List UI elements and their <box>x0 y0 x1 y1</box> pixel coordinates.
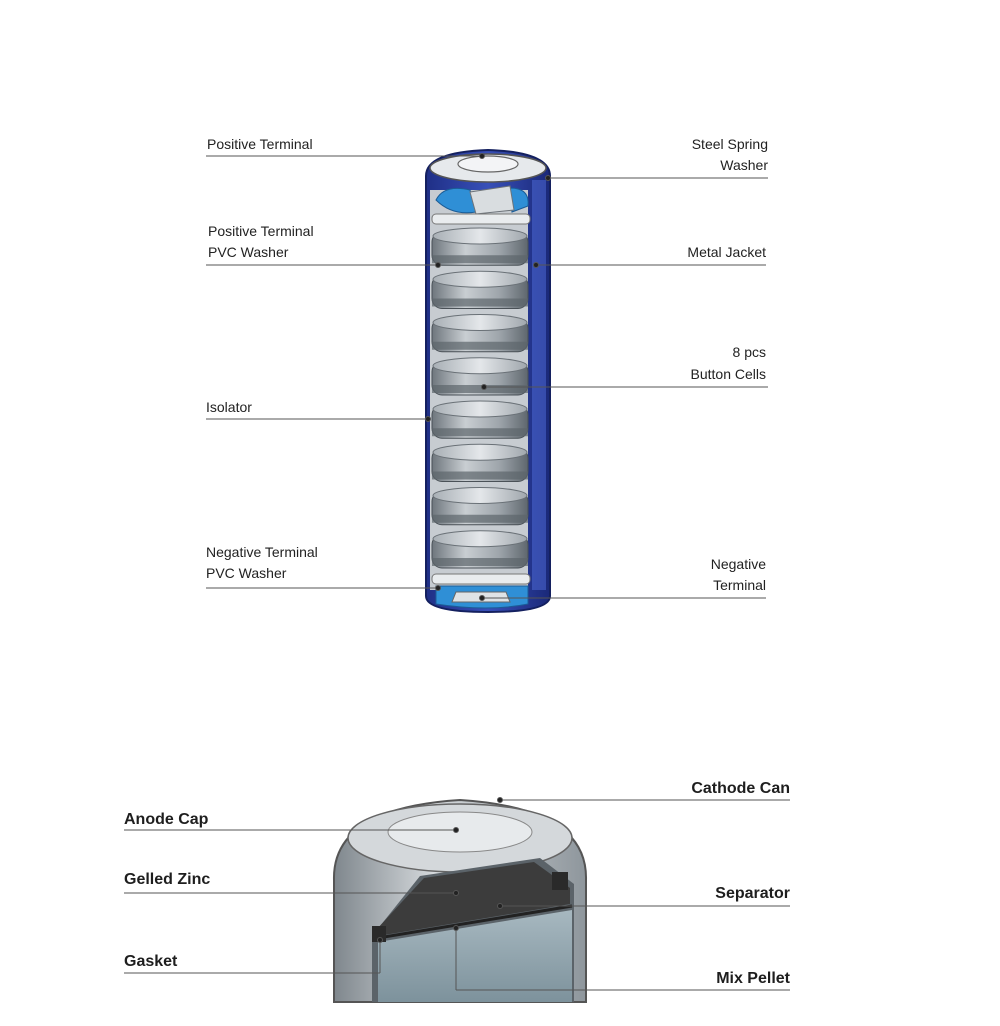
label-anode-cap: Anode Cap <box>124 811 209 828</box>
label-metal-jacket: Metal Jacket <box>687 244 766 260</box>
button-cell-5 <box>431 400 529 439</box>
button-cell-8 <box>431 530 529 569</box>
label-positive-pvc-washer-2: PVC Washer <box>208 244 289 260</box>
button-cell-4 <box>431 357 529 396</box>
button-cell-3 <box>431 314 529 353</box>
label-mix-pellet: Mix Pellet <box>716 970 790 987</box>
button-cell-1 <box>431 227 529 266</box>
label-negative-pvc-washer-2: PVC Washer <box>206 565 287 581</box>
label-positive-pvc-washer-1: Positive Terminal <box>208 223 314 239</box>
label-positive-terminal: Positive Terminal <box>207 136 313 152</box>
button-cell-7 <box>431 487 529 526</box>
label-negative-terminal-2: Terminal <box>713 577 766 593</box>
button-cell-2 <box>431 270 529 309</box>
label-gelled-zinc: Gelled Zinc <box>124 871 211 888</box>
battery-leader-lines <box>206 153 768 601</box>
label-button-cells-1: 8 pcs <box>732 344 766 360</box>
button-cell-cutaway <box>332 798 588 1003</box>
battery-bottom <box>431 573 531 609</box>
button-cell-leader-lines <box>124 797 790 991</box>
label-cathode-can: Cathode Can <box>691 780 790 797</box>
button-cell-stack <box>431 227 529 569</box>
label-isolator: Isolator <box>206 399 252 415</box>
label-negative-pvc-washer-1: Negative Terminal <box>206 544 318 560</box>
label-button-cells-2: Button Cells <box>690 366 766 382</box>
label-steel-spring-washer-2: Washer <box>720 157 768 173</box>
button-cell-6 <box>431 443 529 482</box>
label-separator: Separator <box>715 885 790 902</box>
label-gasket: Gasket <box>124 953 178 970</box>
label-negative-terminal-1: Negative <box>710 556 766 572</box>
label-steel-spring-washer-1: Steel Spring <box>691 136 768 152</box>
